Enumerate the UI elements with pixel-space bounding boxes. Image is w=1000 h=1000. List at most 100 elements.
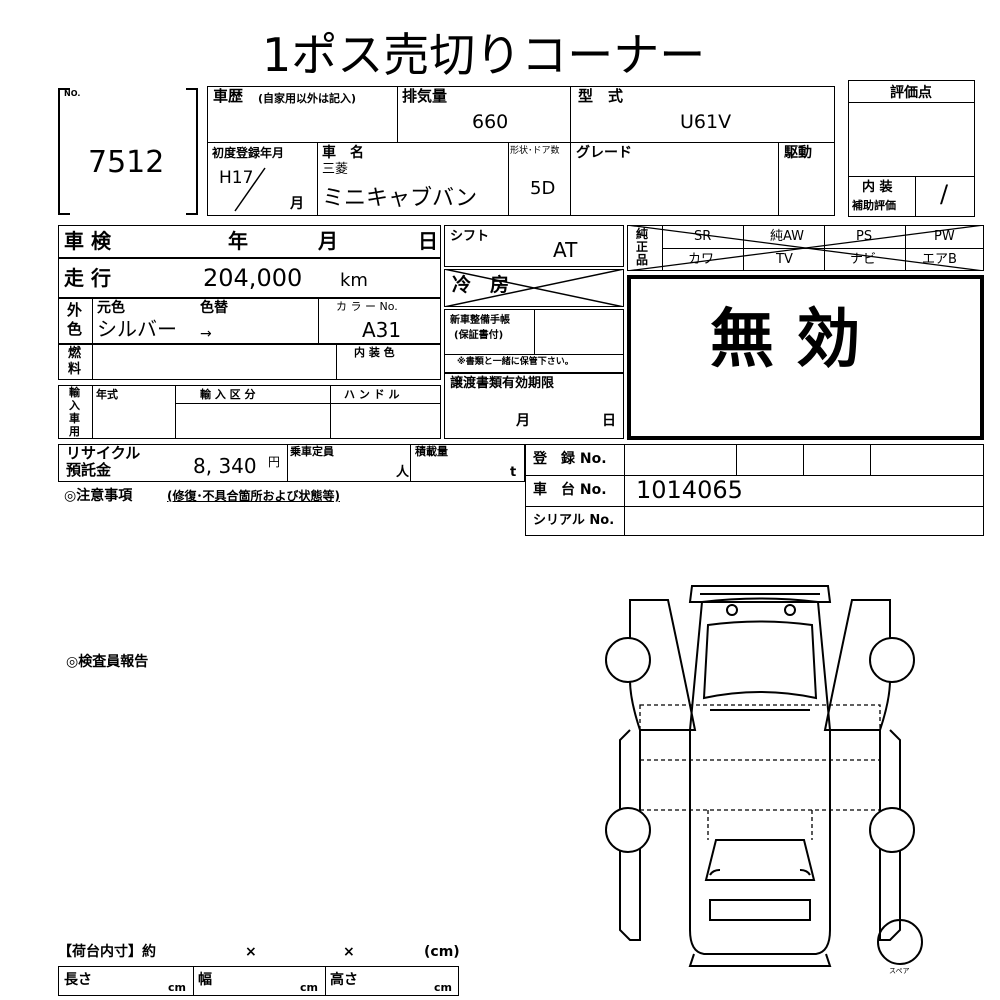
repaint-label: 色替 (200, 300, 228, 316)
maintenance-line1: 新車整備手帳 (450, 315, 510, 326)
interior-score-box (848, 176, 975, 217)
cargo-height-cm: cm (434, 981, 452, 994)
page-title: 1ポス売切りコーナー (262, 28, 706, 82)
history-label: 車歴 (213, 87, 244, 105)
interior-color-label: 内 装 色 (354, 346, 395, 359)
import-category-label: 輸 入 区 分 (200, 388, 256, 401)
registration-table (525, 444, 984, 536)
capacity-label: 乗車定員 (290, 445, 334, 458)
fuel-label-1: 燃 (68, 346, 82, 361)
transfer-month: 月 (516, 413, 530, 429)
car-name-label: 車 名 (322, 145, 364, 161)
shift-box (444, 225, 624, 267)
shaken-day: 日 (418, 229, 438, 253)
chassis-value: 1014065 (636, 476, 743, 504)
invalid-stamp-box (627, 275, 984, 440)
shaken-month: 月 (318, 229, 338, 253)
car-name: ミニキャブバン (322, 186, 478, 211)
vehicle-info-box (207, 86, 835, 216)
maintenance-line2: (保証書付) (454, 330, 504, 341)
import-label-1: 輸 (69, 386, 80, 399)
cargo-heading: 【荷台内寸】約 (58, 944, 156, 960)
recycle-label-1: リサイクル (66, 444, 141, 462)
first-reg-year: H17 (219, 168, 254, 188)
equipment-label: 純正品 (636, 227, 649, 267)
import-box (58, 385, 441, 439)
displacement-value: 660 (472, 111, 509, 133)
lot-number-bracket-left (58, 88, 70, 215)
shift-label: シフト (450, 229, 490, 244)
notes-heading: ◎注意事項 (64, 488, 133, 504)
spare-tire-icon (877, 919, 923, 965)
ac-box (444, 269, 624, 307)
orig-color-label: 元色 (97, 300, 125, 316)
color-code-label: カ ラ ー No. (336, 300, 398, 313)
cargo-unit: (cm) (424, 944, 460, 960)
first-reg-slash (234, 167, 266, 212)
cargo-length-cm: cm (168, 981, 186, 994)
notes-sub: (修復･不具合箇所および状態等) (167, 489, 340, 503)
fuel-label-2: 料 (68, 362, 82, 377)
equip-aw: 純AW (770, 229, 805, 244)
lot-number-bracket-right (186, 88, 198, 215)
color-code-value: A31 (362, 318, 402, 342)
cargo-length-label: 長さ (64, 972, 92, 988)
equip-leather: カワ (688, 252, 715, 267)
equip-navi: ナビ (850, 252, 877, 267)
interior-label: 内 装 (862, 180, 893, 195)
model-type-value: U61V (680, 111, 732, 133)
body-door-value: 5D (530, 178, 556, 199)
score-label: 評価点 (890, 85, 932, 101)
import-label-3: 車 (69, 412, 80, 425)
first-reg-label: 初度登録年月 (212, 146, 285, 160)
inspection-box (58, 225, 441, 258)
grade-label: グレード (576, 145, 632, 161)
invalid-stamp: 無 効 (710, 303, 861, 377)
equip-tv: TV (776, 252, 793, 267)
lot-number: 7512 (88, 145, 165, 180)
import-year-label: 年式 (96, 388, 118, 401)
spare-label: スペア (889, 967, 910, 975)
cargo-height-label: 高さ (330, 972, 358, 988)
aux-score-label: 補助評価 (852, 199, 896, 212)
chassis-label: 車 台 No. (533, 482, 607, 498)
import-label-4: 用 (69, 425, 80, 438)
drive-label: 駆動 (784, 145, 812, 161)
transfer-day: 日 (602, 413, 616, 429)
color-side-label-1: 外 (67, 301, 83, 319)
transfer-box (444, 373, 624, 439)
model-type-label: 型 式 (578, 87, 624, 105)
registration-label: 登 録 No. (533, 451, 607, 467)
interior-score-value: / (940, 180, 949, 208)
orig-color-value: シルバー (97, 317, 177, 341)
color-side-label-2: 色 (67, 320, 83, 338)
handle-label: ハ ン ド ル (344, 388, 400, 401)
equip-airbag: エアB (922, 252, 957, 267)
body-door-label: 形状･ドア数 (510, 146, 560, 156)
recycle-box (58, 444, 525, 482)
load-label: 積載量 (415, 445, 448, 458)
import-label-2: 入 (69, 399, 80, 412)
equip-ps: PS (856, 229, 873, 244)
recycle-value: 8, 340 (193, 454, 257, 478)
mileage-unit: km (340, 270, 368, 291)
equip-sr: SR (694, 229, 712, 244)
history-note: (自家用以外は記入) (258, 92, 357, 105)
cargo-width-label: 幅 (198, 972, 212, 988)
recycle-label-2: 預託金 (66, 461, 112, 479)
first-reg-month-unit: 月 (290, 196, 304, 212)
car-maker: 三菱 (322, 162, 349, 177)
color-box (58, 298, 441, 344)
equipment-cross-out (627, 225, 984, 271)
cargo-x1: × (245, 944, 257, 960)
transfer-label: 譲渡書類有効期限 (450, 376, 555, 391)
equip-pw: PW (934, 229, 955, 244)
recycle-unit: 円 (268, 455, 281, 469)
ac-label: 冷 房 (452, 274, 510, 296)
shaken-year: 年 (228, 229, 248, 253)
car-damage-diagram (605, 585, 915, 967)
ac-cross-out (444, 269, 624, 307)
cargo-x2: × (343, 944, 355, 960)
mileage-label: 走 行 (64, 266, 111, 290)
capacity-unit: 人 (396, 465, 410, 480)
